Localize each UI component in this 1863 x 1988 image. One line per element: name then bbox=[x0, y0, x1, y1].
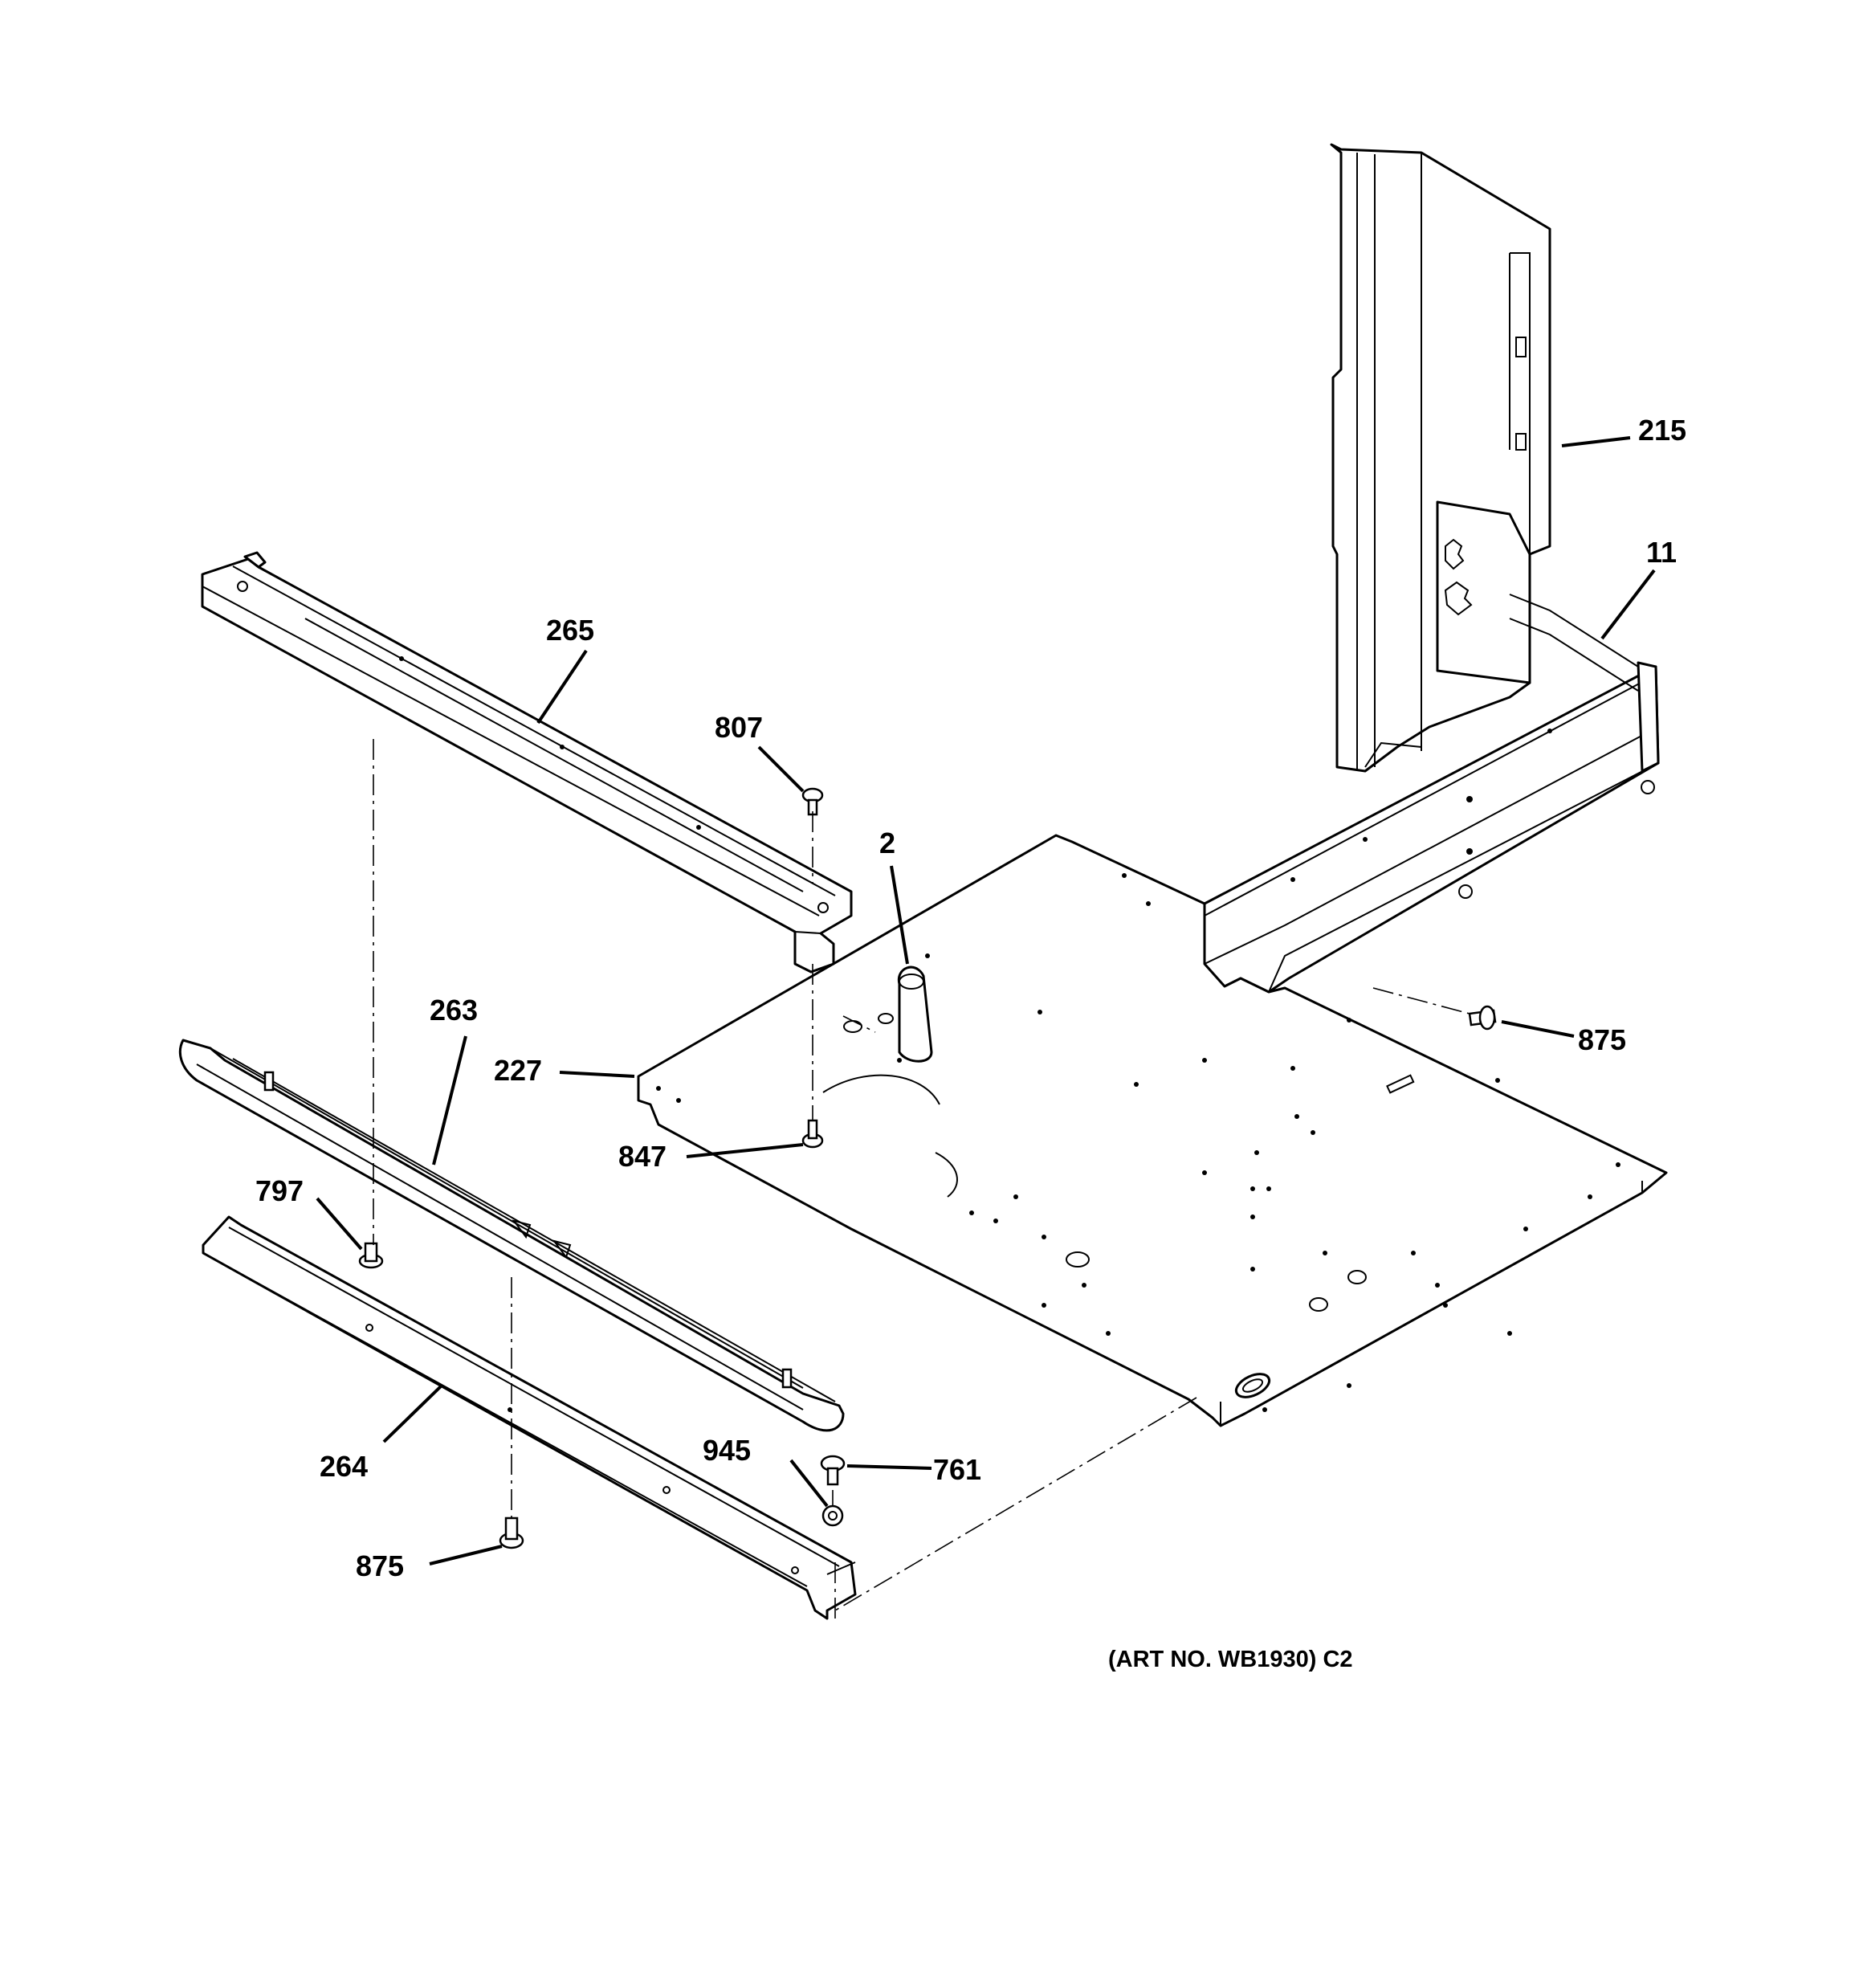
washer-945 bbox=[821, 1504, 844, 1527]
art-number: (ART NO. WB1930) C2 bbox=[1108, 1647, 1353, 1672]
screw-847 bbox=[801, 1119, 824, 1149]
callout-875-left: 875 bbox=[356, 1549, 404, 1582]
callout-265: 265 bbox=[546, 614, 594, 647]
part-264-bottom-channel bbox=[202, 1215, 857, 1620]
base-plate-holes bbox=[656, 873, 1620, 1412]
callout-263: 263 bbox=[430, 994, 478, 1027]
screw-875-left bbox=[499, 1517, 524, 1549]
callout-847: 847 bbox=[618, 1140, 667, 1173]
callout-797: 797 bbox=[255, 1174, 304, 1207]
callout-labels: 215 11 265 807 2 263 227 875 847 797 945… bbox=[255, 414, 1686, 1582]
callout-215: 215 bbox=[1638, 414, 1686, 447]
part-11-bracket bbox=[1203, 594, 1660, 1003]
part-2-clip bbox=[843, 965, 933, 1063]
callout-945: 945 bbox=[703, 1434, 751, 1467]
screw-761 bbox=[820, 1455, 846, 1486]
callout-2: 2 bbox=[879, 827, 895, 859]
callout-11: 11 bbox=[1646, 536, 1677, 569]
callout-875-right: 875 bbox=[1578, 1023, 1626, 1056]
screw-797 bbox=[358, 1242, 384, 1269]
leader-lines bbox=[316, 436, 1656, 1565]
callout-761: 761 bbox=[933, 1453, 981, 1486]
screw-807 bbox=[801, 787, 824, 816]
part-215-rear-panel bbox=[1330, 143, 1551, 773]
part-227-base-plate bbox=[637, 834, 1668, 1427]
part-263-front-trim bbox=[178, 1039, 845, 1432]
callout-264: 264 bbox=[320, 1450, 368, 1483]
callout-807: 807 bbox=[715, 711, 763, 744]
part-265-rear-rail bbox=[201, 551, 853, 974]
phantom-lines bbox=[373, 739, 1470, 1623]
callout-227: 227 bbox=[494, 1054, 542, 1087]
screw-875-right bbox=[1468, 1005, 1497, 1031]
